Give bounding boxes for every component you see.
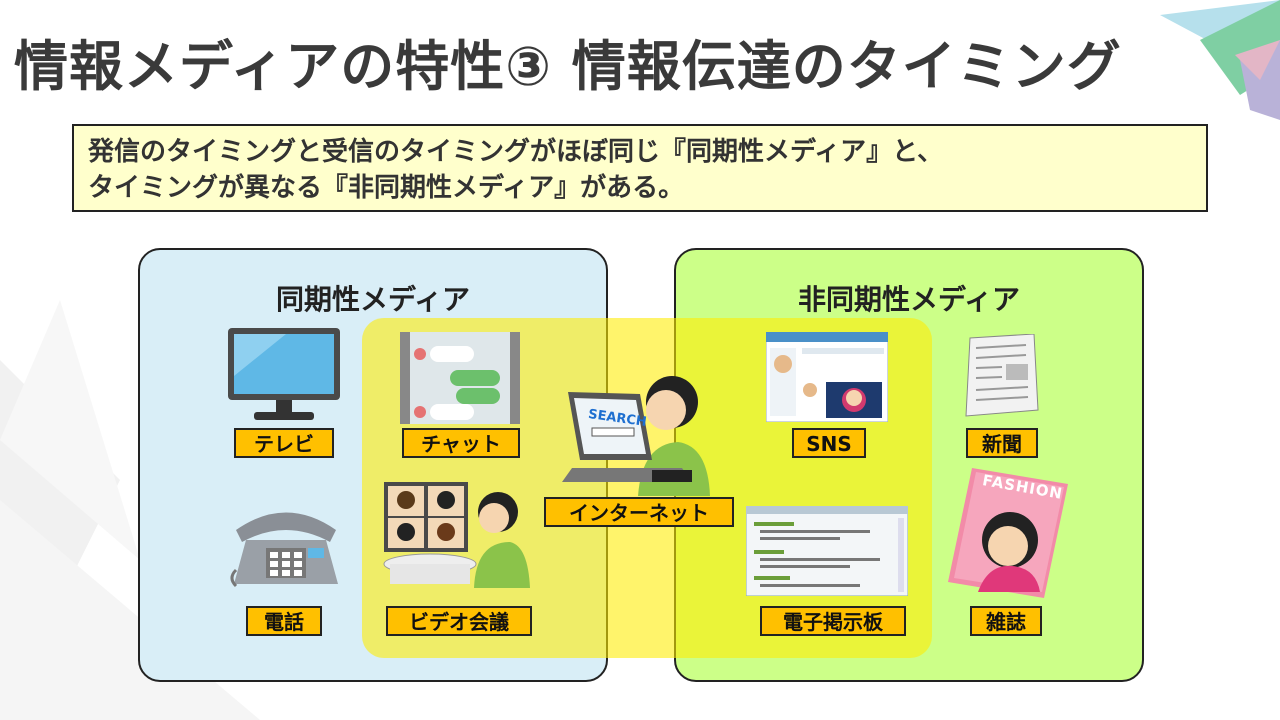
summary-line: タイミングが異なる『非同期性メディア』がある。 — [88, 173, 685, 203]
decorative-corner-shape — [1160, 0, 1280, 120]
chat-icon — [400, 332, 520, 424]
label-internet: インターネット — [544, 497, 734, 527]
label-tv: テレビ — [234, 428, 334, 458]
summary-line: 発信のタイミングと受信のタイミングがほぼ同じ『同期性メディア』と、 — [88, 137, 944, 167]
video-call-icon — [383, 482, 530, 588]
label-bbs: 電子掲示板 — [760, 606, 906, 636]
label-newspaper: 新聞 — [966, 428, 1038, 458]
async-panel-title: 非同期性メディア — [797, 283, 1021, 316]
laptop-search-icon — [562, 376, 710, 496]
label-video-call: ビデオ会議 — [386, 606, 532, 636]
magazine-icon — [948, 468, 1068, 598]
tv-icon — [228, 328, 340, 420]
sync-panel-title: 同期性メディア — [275, 283, 471, 316]
page-title: 情報メディアの特性③ 情報伝達のタイミング — [14, 35, 1122, 98]
label-chat: チャット — [402, 428, 520, 458]
sns-icon — [766, 332, 888, 422]
bbs-icon — [746, 506, 908, 596]
newspaper-icon — [965, 334, 1039, 417]
label-magazine: 雑誌 — [970, 606, 1042, 636]
phone-icon — [230, 512, 338, 588]
summary-callout: 発信のタイミングと受信のタイミングがほぼ同じ『同期性メディア』と、 タイミングが… — [72, 124, 1208, 212]
label-sns: SNS — [792, 428, 866, 458]
label-phone: 電話 — [246, 606, 322, 636]
